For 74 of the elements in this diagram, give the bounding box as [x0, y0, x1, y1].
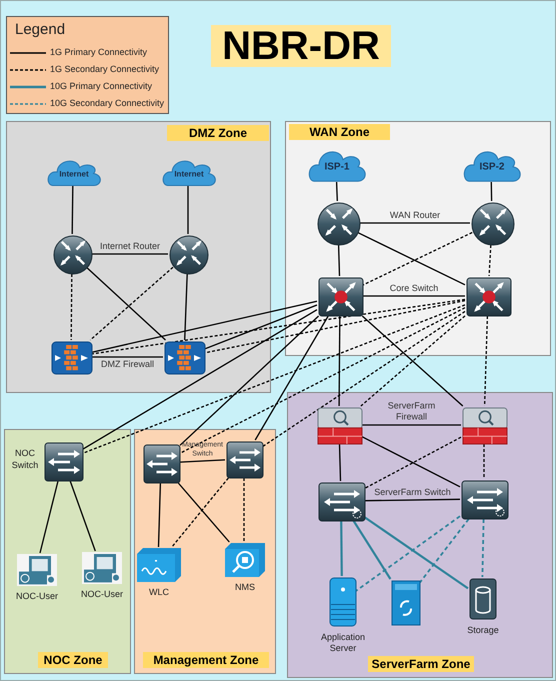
device-label: Application Server [320, 632, 366, 654]
connection-line [92, 253, 168, 255]
device-label: ISP-2 [478, 162, 506, 173]
legend-text: 1G Secondary Connectivity [50, 64, 160, 74]
connection-line [158, 482, 162, 548]
device-label: NOC-User [15, 591, 59, 602]
legend-text: 10G Secondary Connectivity [50, 98, 164, 108]
connection-line [92, 356, 163, 358]
connection-line [363, 295, 465, 297]
legend-text: 1G Primary Connectivity [50, 47, 148, 57]
connection-line [180, 307, 466, 454]
connection-line [355, 515, 461, 592]
zone-label: ServerFarm Zone [368, 656, 474, 672]
device-label: Internet [173, 169, 205, 178]
connection-line [360, 222, 470, 224]
zone-panel [287, 392, 553, 678]
connection-line [336, 182, 338, 202]
connection-line [490, 182, 492, 202]
edge-label: DMZ Firewall [100, 359, 155, 370]
edge-label: WAN Router [388, 210, 442, 221]
connection-line [178, 482, 230, 542]
edge-label: Internet Router [98, 240, 162, 252]
connection-line [180, 459, 226, 463]
connection-line [338, 244, 340, 276]
connection-line [364, 516, 469, 590]
zone-panel [6, 121, 271, 393]
connection-line [72, 186, 74, 234]
connection-line [365, 498, 460, 502]
connection-line [340, 520, 343, 576]
connection-line [184, 274, 188, 340]
device-label: Storage [466, 625, 500, 636]
connection-line [254, 316, 329, 440]
connection-line [352, 520, 392, 580]
connection-line [419, 518, 470, 583]
connection-line [204, 300, 466, 354]
edge-label: Core Switch [388, 282, 440, 294]
connection-line [70, 480, 96, 552]
connection-line [180, 316, 320, 446]
device-label: WLC [148, 587, 170, 598]
connection-line [39, 480, 59, 554]
legend-title: Legend [15, 21, 66, 38]
connection-line [70, 274, 72, 340]
connection-line [483, 444, 485, 479]
zone-panel [285, 121, 551, 356]
legend-text: 10G Primary Connectivity [50, 81, 152, 91]
connection-line [171, 478, 229, 548]
device-label: ISP-1 [323, 162, 350, 173]
zone-panel [134, 429, 276, 674]
diagram-title: NBR-DR [211, 25, 391, 67]
connection-line [82, 309, 318, 450]
connection-line [488, 244, 492, 276]
device-label: NOC Switch [10, 448, 40, 472]
connection-line [338, 444, 342, 482]
edge-label: ServerFarm Switch [373, 486, 452, 498]
connection-line [92, 300, 318, 353]
connection-line [92, 298, 466, 355]
connection-line [243, 478, 245, 542]
device-label: Internet [58, 169, 90, 178]
connection-line [204, 304, 318, 350]
connection-line [338, 316, 340, 406]
connection-line [482, 518, 484, 578]
zone-panel [4, 429, 131, 674]
device-label: NMS [234, 582, 256, 593]
connection-line [262, 310, 466, 447]
device-label: NOC-User [80, 589, 124, 600]
edge-label: ServerFarm Firewall [386, 400, 436, 423]
connection-line [82, 304, 466, 454]
connection-line [484, 316, 488, 406]
zone-label: NOC Zone [38, 652, 108, 668]
connection-line [362, 424, 461, 426]
zone-label: DMZ Zone [167, 125, 269, 141]
zone-label: Management Zone [143, 652, 269, 668]
zone-label: WAN Zone [289, 124, 390, 140]
connection-line [187, 186, 189, 234]
